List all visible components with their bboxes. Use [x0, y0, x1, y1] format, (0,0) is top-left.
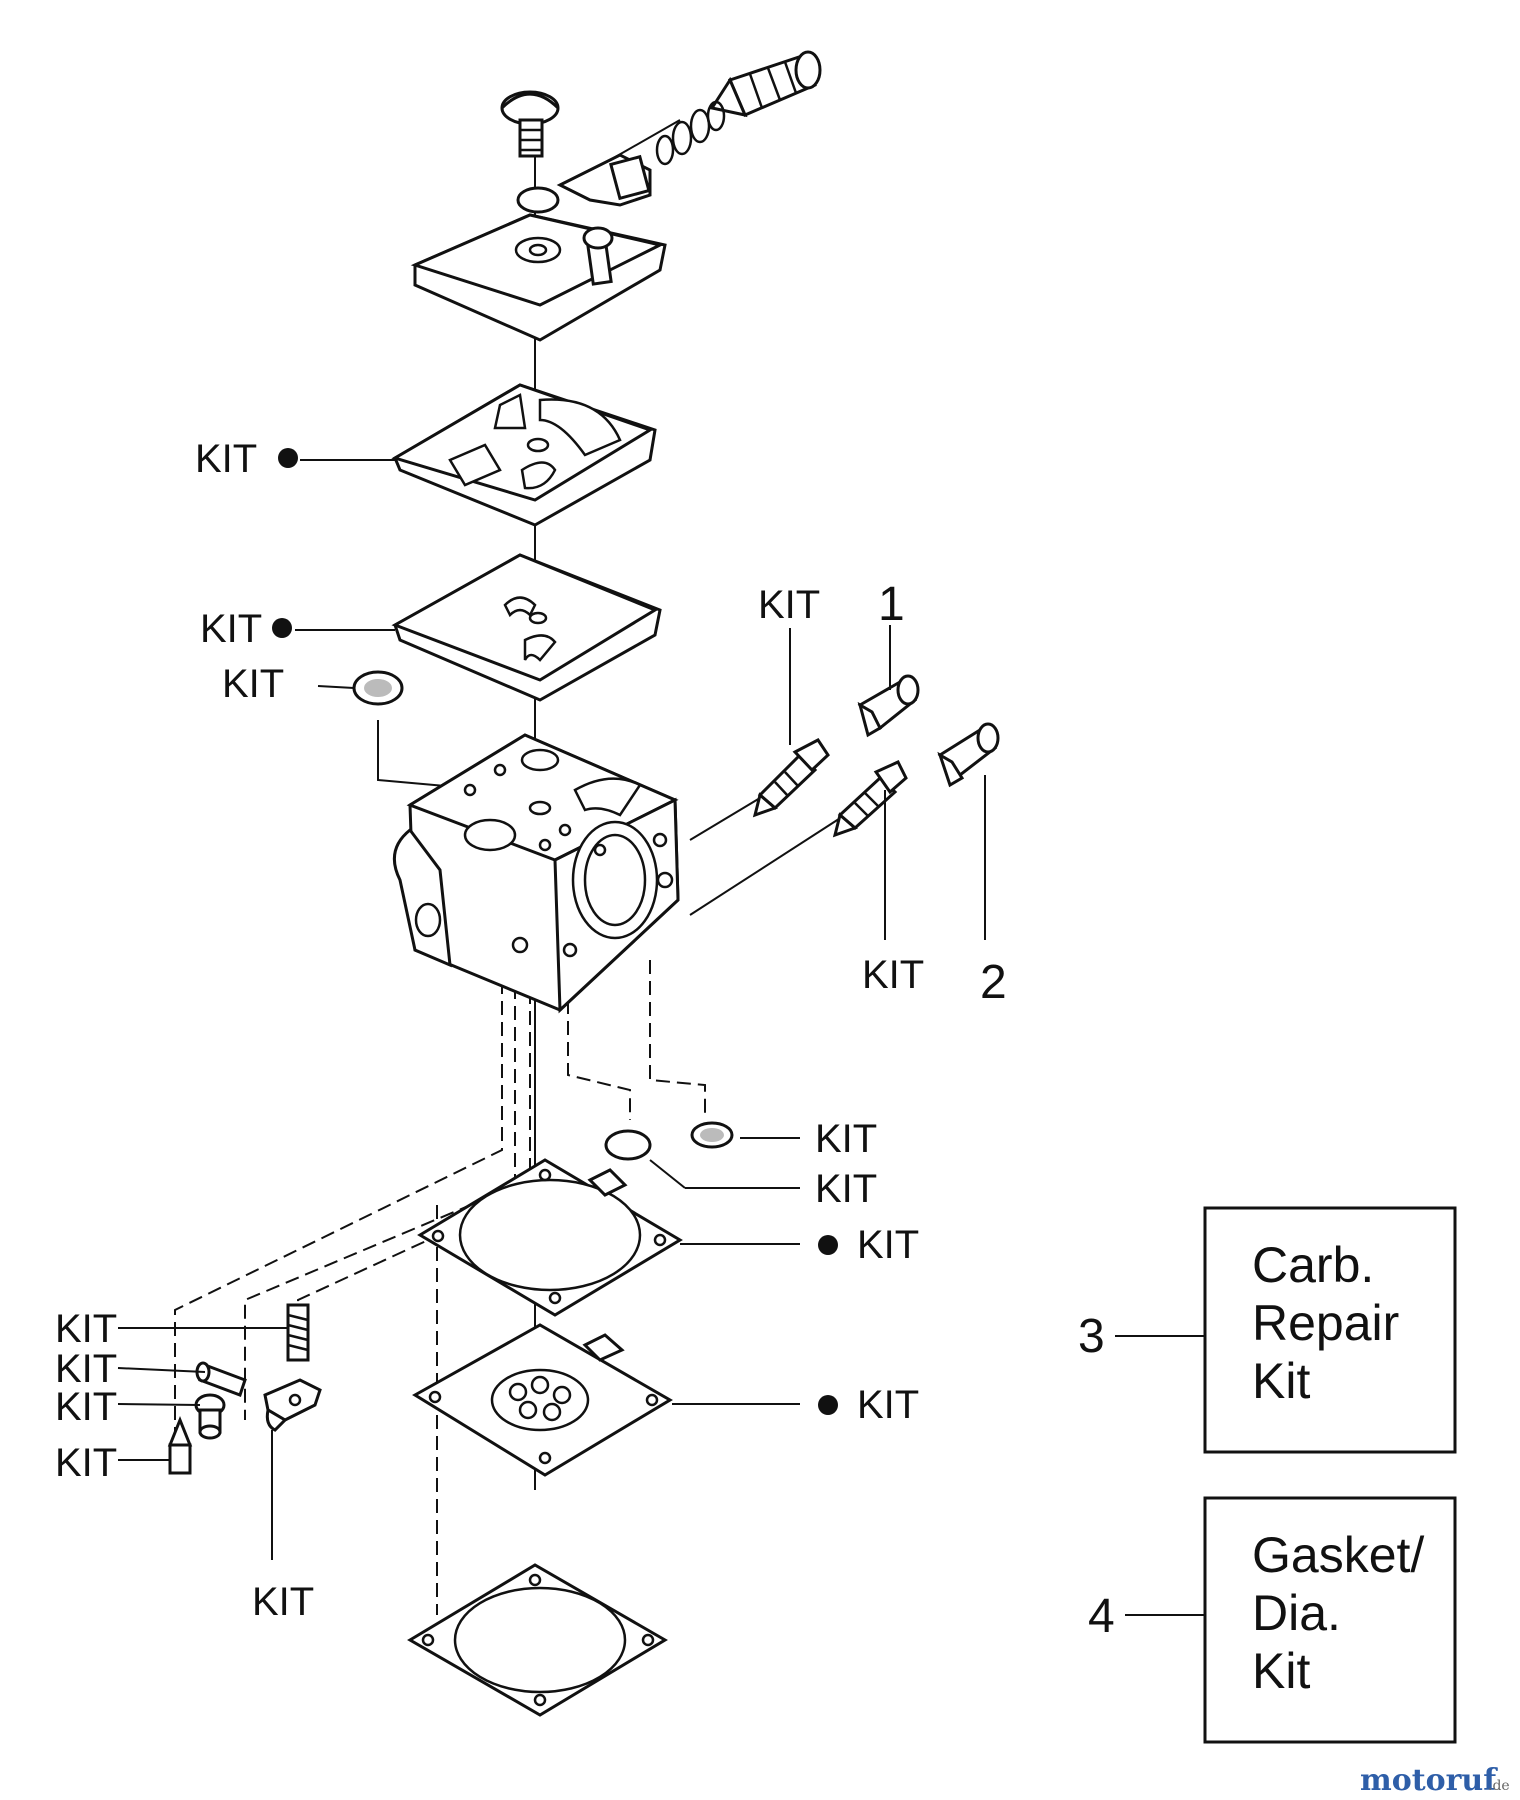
- carb-repair-kit-line3: Kit: [1252, 1353, 1310, 1409]
- callout-part-4: 4: [1088, 1590, 1115, 1643]
- kit-label-metering-diaphragm: KIT: [857, 1383, 919, 1427]
- inlet-screen: [352, 670, 404, 706]
- carb-repair-kit-box: Carb. Repair Kit: [1203, 1206, 1457, 1454]
- callout-part-3: 3: [1078, 1310, 1105, 1363]
- limiter-cap-2: [937, 722, 1000, 788]
- kit-label-welch-plug: KIT: [815, 1167, 877, 1211]
- gasket-dia-kit-line2: Dia.: [1252, 1585, 1341, 1641]
- kit-label-metering-spring: KIT: [55, 1307, 117, 1351]
- gasket-dia-kit-box: Gasket/ Dia. Kit: [1203, 1496, 1457, 1744]
- lever-pin: [195, 1361, 247, 1397]
- callout-leaders: [117, 459, 1205, 1616]
- watermark: motoruf .de: [1360, 1763, 1510, 1798]
- metering-spring: [286, 1303, 310, 1362]
- needle-spring: [655, 100, 726, 166]
- high-speed-needle: [832, 760, 908, 838]
- kit-label-lever-pin: KIT: [55, 1347, 117, 1391]
- metering-lever: [263, 1378, 322, 1432]
- metering-diaphragm: [412, 1323, 673, 1477]
- kit-label-inlet-needle: KIT: [55, 1441, 117, 1485]
- low-speed-needle: [752, 738, 830, 818]
- kit-label-pump-gasket: KIT: [195, 437, 257, 481]
- kit-label-metering-lever: KIT: [252, 1580, 314, 1624]
- carburetor-body: [392, 733, 680, 1014]
- adjusting-needle: [709, 50, 822, 118]
- inlet-needle: [167, 1415, 193, 1475]
- pump-cover: [410, 153, 667, 342]
- welch-plug: [604, 1129, 652, 1161]
- watermark-tld: .de: [1488, 1778, 1510, 1794]
- carb-repair-kit-line2: Repair: [1252, 1295, 1399, 1351]
- kit-label-inlet-screen: KIT: [222, 662, 284, 706]
- kit-label-lever-screw: KIT: [55, 1385, 117, 1429]
- top-screw: [500, 90, 560, 158]
- callout-part-1: 1: [878, 578, 905, 631]
- check-valve-screen: [690, 1121, 734, 1149]
- metering-cover: [407, 1563, 668, 1717]
- kit-label-low-needle: KIT: [758, 583, 820, 627]
- pump-gasket: [391, 383, 657, 527]
- gasket-dia-kit-line3: Kit: [1252, 1643, 1310, 1699]
- callout-part-2: 2: [980, 956, 1007, 1009]
- watermark-brand: motoruf: [1360, 1763, 1498, 1798]
- metering-gasket: [417, 1158, 683, 1317]
- kit-label-metering-gasket: KIT: [857, 1223, 919, 1267]
- kit-label-check-screen: KIT: [815, 1117, 877, 1161]
- callout-labels: KIT KIT KIT KIT KIT 1 2 KIT KIT KIT KIT …: [55, 437, 1115, 1643]
- kit-dots: [272, 448, 838, 1415]
- kit-label-high-needle: KIT: [862, 953, 924, 997]
- gasket-dia-kit-line1: Gasket/: [1252, 1527, 1424, 1583]
- kit-label-pump-diaphragm: KIT: [200, 607, 262, 651]
- lever-screw: [194, 1393, 226, 1440]
- limiter-cap-1: [857, 674, 920, 738]
- pump-diaphragm: [391, 553, 662, 702]
- carb-repair-kit-line1: Carb.: [1252, 1237, 1374, 1293]
